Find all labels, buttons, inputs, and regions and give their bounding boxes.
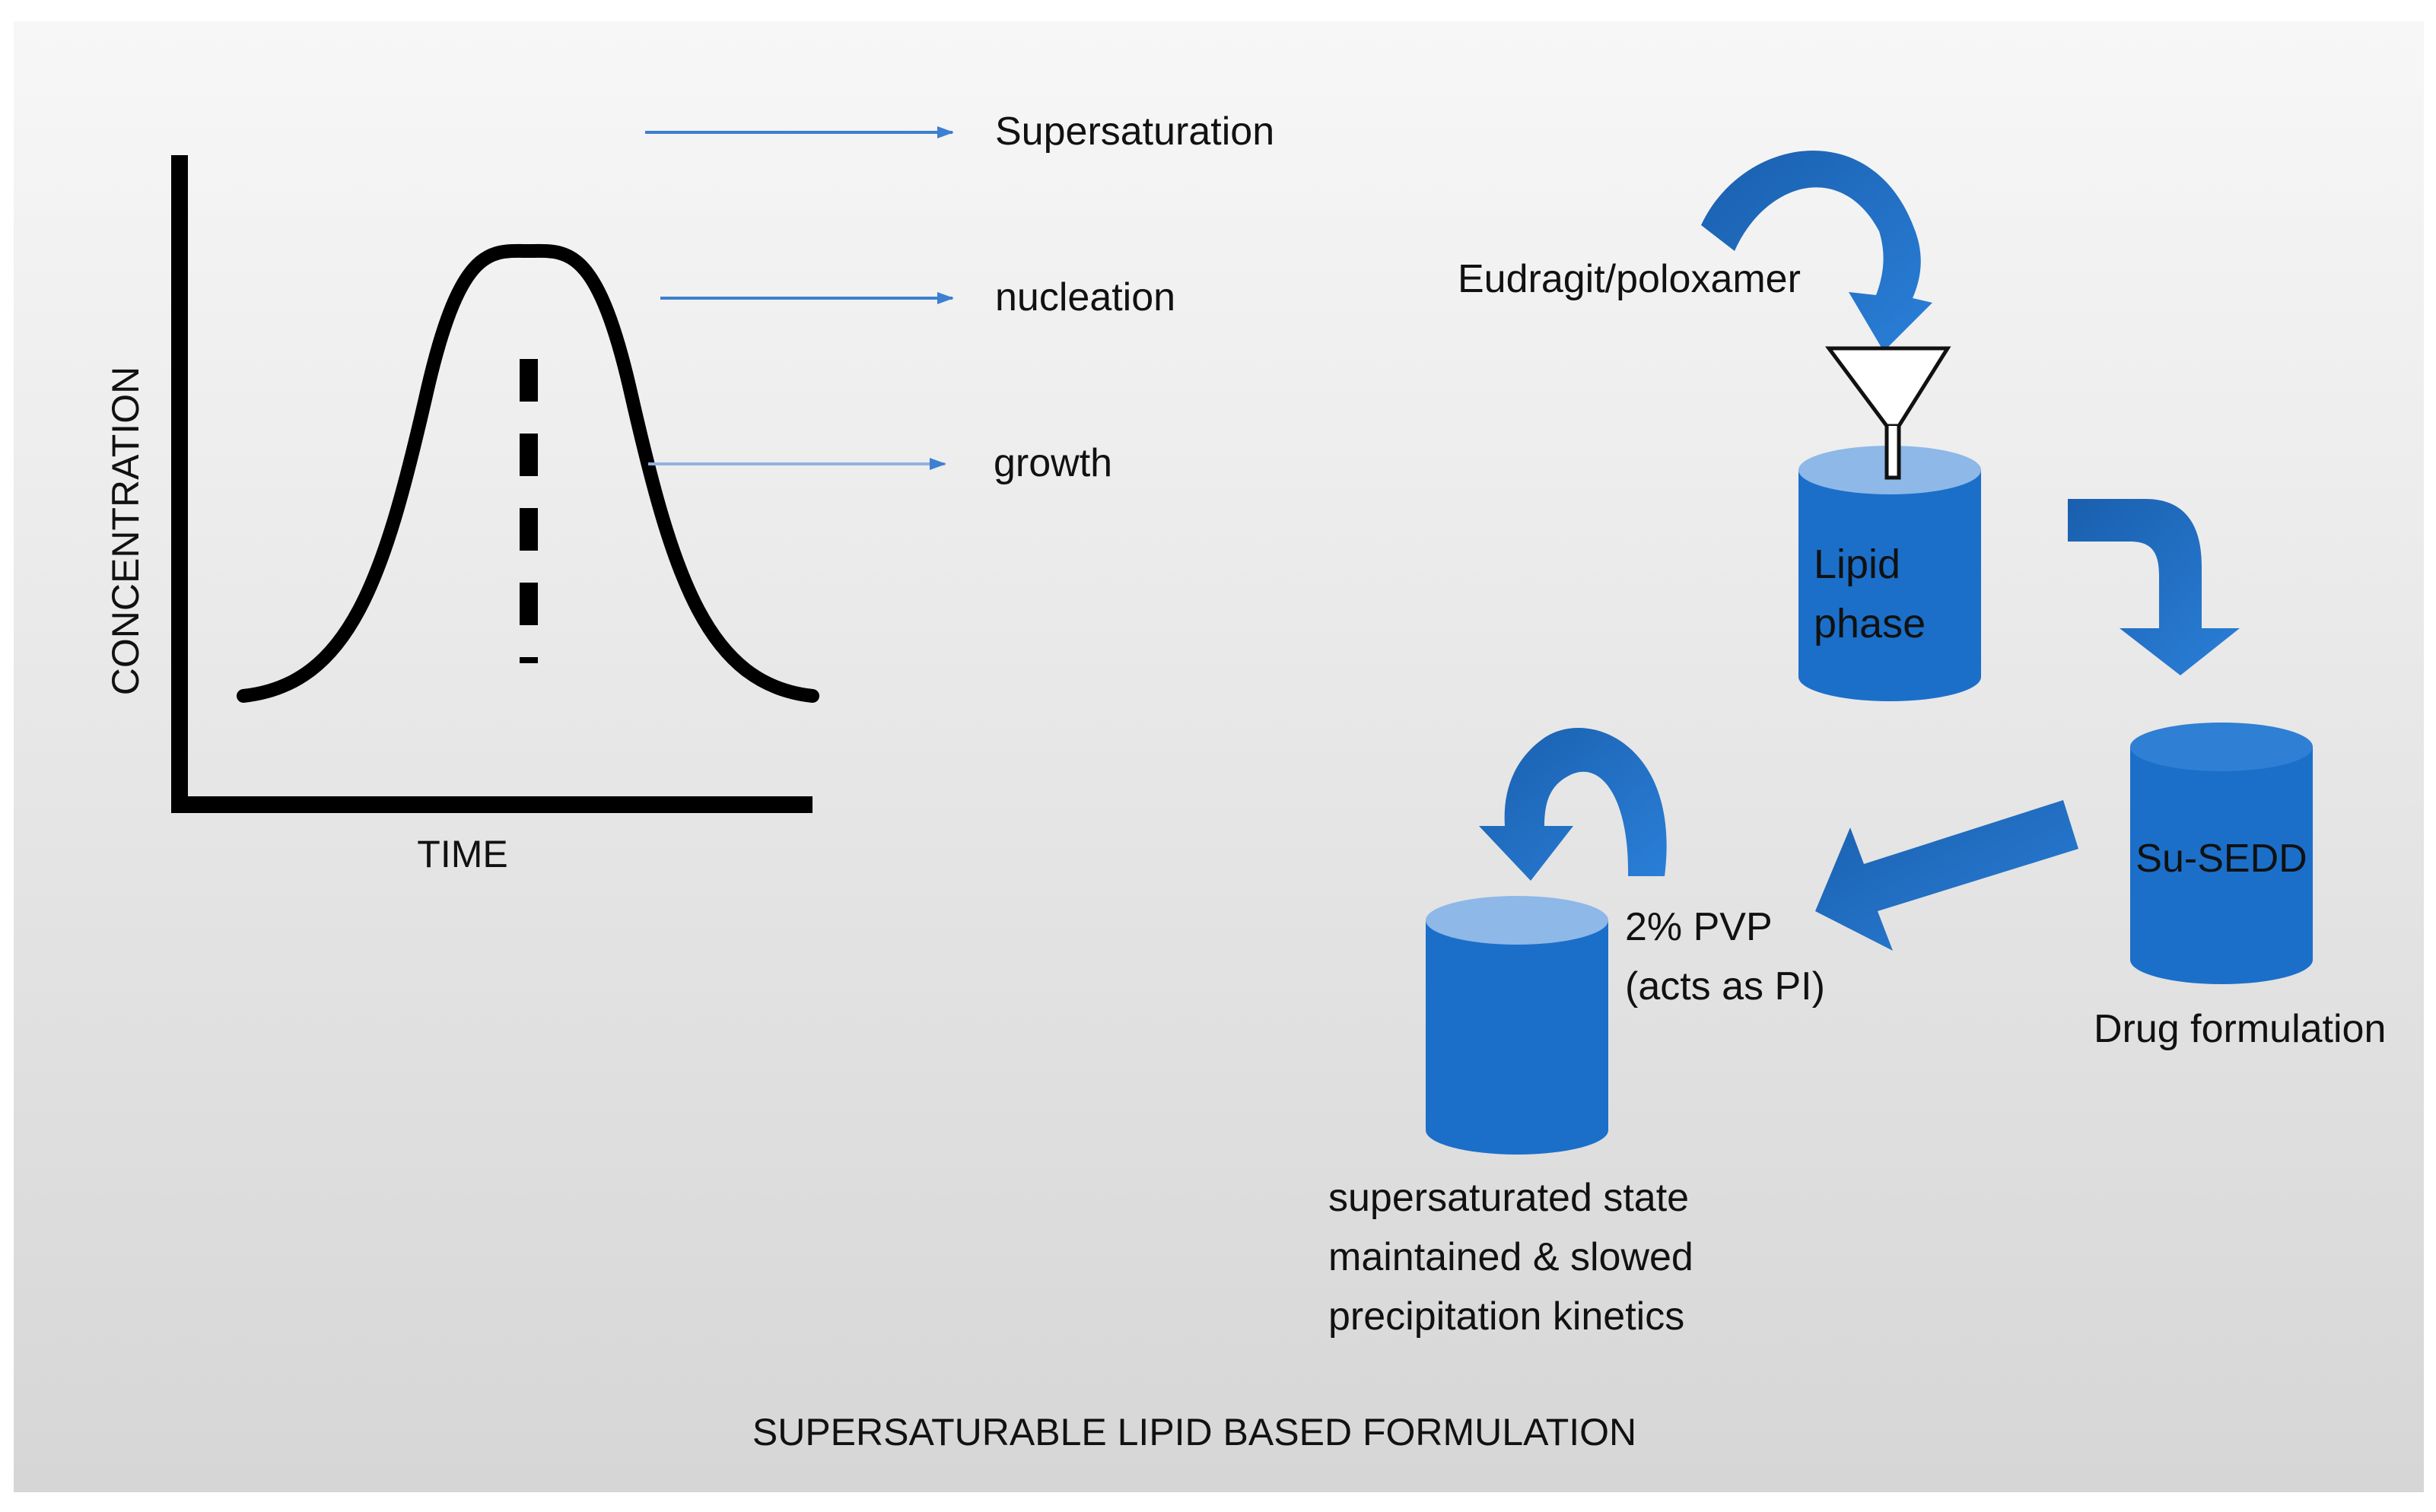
additive-curved-arrow <box>1701 151 1932 351</box>
to-su-sedd-arrow <box>2068 499 2240 675</box>
drug-formulation-label: Drug formulation <box>2094 1007 2386 1051</box>
to-pvp-arrow <box>1815 800 2078 951</box>
growth-label: growth <box>994 441 1112 485</box>
pvp-label-line2: (acts as PI) <box>1625 964 1825 1009</box>
lipid-phase-label-line2: phase <box>1814 601 1926 646</box>
formulation-process: Eudragit/poloxamer Lipid phase Su-SEDD D… <box>1328 151 2386 1339</box>
funnel-icon <box>1825 346 1951 480</box>
pvp-label-line1: 2% PVP <box>1625 905 1773 949</box>
outcome-label-line1: supersaturated state <box>1328 1176 1689 1220</box>
su-sedd-label: Su-SEDD <box>2135 837 2307 881</box>
supersaturation-label: Supersaturation <box>995 110 1274 154</box>
outcome-label-line2: maintained & slowed <box>1328 1235 1693 1279</box>
su-sedd-cylinder <box>2130 723 2313 984</box>
stage-legend: Supersaturation nucleation growth <box>645 110 1274 485</box>
supersaturated-state-cylinder <box>1426 896 1608 1155</box>
concentration-curve <box>237 243 819 703</box>
x-axis-label: TIME <box>417 833 507 875</box>
pvp-curved-arrow <box>1479 727 1667 881</box>
nucleation-label: nucleation <box>995 275 1175 319</box>
background-panel <box>14 21 2424 1492</box>
additive-label: Eudragit/poloxamer <box>1458 257 1801 301</box>
concentration-time-graph: CONCENTRATION TIME <box>104 155 819 875</box>
y-axis-label: CONCENTRATION <box>104 367 147 695</box>
figure-caption: SUPERSATURABLE LIPID BASED FORMULATION <box>752 1411 1636 1453</box>
lipid-phase-label-line1: Lipid <box>1814 542 1900 587</box>
outcome-label-line3: precipitation kinetics <box>1328 1294 1684 1339</box>
